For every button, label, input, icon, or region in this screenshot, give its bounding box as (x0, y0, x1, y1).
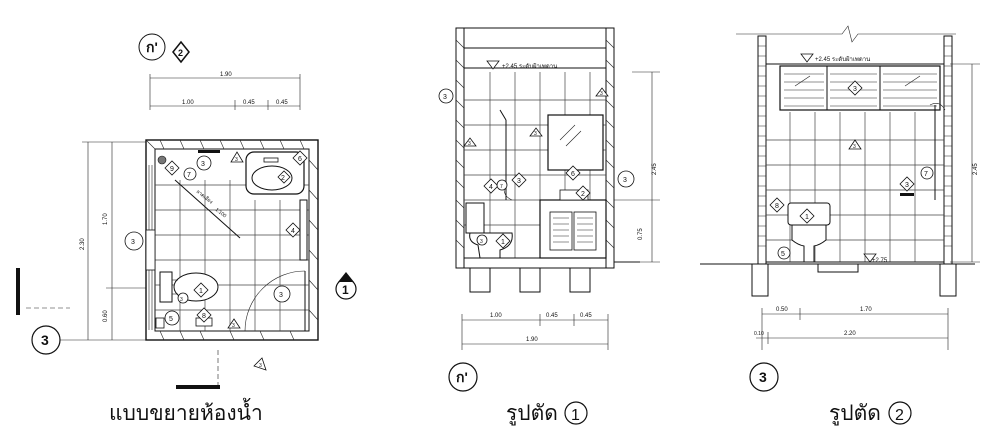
plan-caption: แบบขยายห้องน้ำ (109, 398, 263, 425)
s2-tag-3a: 3 (853, 86, 857, 93)
section1-dim-190: 1.90 (526, 337, 538, 343)
s2-tag-1: 1 (805, 214, 809, 221)
section-marker-ko-bottom-label: ก' (456, 369, 468, 385)
section1-dim-245: 2.45 (652, 163, 658, 175)
mirror-icon (547, 114, 604, 171)
tag-5: 5 (169, 316, 173, 323)
section1-caption-num: 1 (571, 407, 580, 424)
tag-9: 9 (170, 166, 174, 173)
plan-dim-190: 1.90 (220, 72, 232, 78)
section2-floor-note: +2.75 (872, 258, 888, 264)
plan-dim-045b: 0.45 (276, 100, 288, 106)
section2-dim-245: 2.45 (973, 163, 979, 175)
tag-2: 2 (281, 175, 285, 182)
section-arrow-1-icon (338, 272, 354, 282)
section2-dim-050: 0.50 (776, 307, 788, 313)
section-marker-ko-label: ก' (146, 39, 158, 55)
s2-tag-7: 7 (924, 171, 928, 178)
section2-caption: รูปตัด (829, 402, 881, 426)
section-marker-1-label: 1 (342, 283, 349, 297)
plan-dim-060: 0.60 (103, 310, 109, 322)
section-1-drawing: +2.45 ระดับฝ้าเพดาน (438, 27, 660, 426)
section2-caption-num: 2 (895, 407, 904, 424)
tag-3g: 3 (259, 363, 262, 369)
section-marker-ko-top (138, 33, 166, 61)
section-marker-ko-bottom (448, 362, 478, 392)
section-marker-3-bottom-label: 3 (759, 369, 767, 385)
section1-dim-045b: 0.45 (580, 313, 592, 319)
s1-tag-3a: 3 (443, 94, 447, 101)
section-marker-3-bottom (749, 362, 779, 392)
section-arrow-2-label: 2 (178, 48, 183, 58)
section2-dim-220: 2.20 (844, 331, 856, 337)
section2-dim-170: 1.70 (860, 307, 872, 313)
section1-caption: รูปตัด (506, 402, 558, 426)
tag-1: 1 (199, 288, 203, 295)
s1-tag-4: 4 (489, 184, 493, 191)
section1-dim-100: 1.00 (490, 313, 502, 319)
tag-3d: 3 (180, 297, 183, 303)
s1-tag-6: 6 (571, 171, 575, 178)
s1-tag-2: 2 (581, 191, 585, 198)
tag-3b: 3 (235, 157, 238, 163)
tag-6: 6 (298, 156, 302, 163)
s1-tag-1: 1 (501, 239, 505, 246)
bathroom-plan: ก' 2 1.90 1.00 0.45 0.45 2.30 1.70 0.60 (16, 33, 357, 425)
tag-8: 8 (202, 313, 206, 320)
plan-dim-045a: 0.45 (243, 100, 255, 106)
s1-tag-3d: 3 (534, 131, 537, 137)
section1-dim-045a: 0.45 (546, 313, 558, 319)
s2-tag-5: 5 (781, 251, 785, 258)
section2-level-note: +2.45 ระดับฝ้าเพดาน (815, 56, 870, 63)
tag-7: 7 (187, 172, 191, 179)
s1-tag-3c: 3 (468, 141, 471, 147)
section1-level-note: +2.45 ระดับฝ้าเพดาน (502, 63, 557, 70)
section-arrow-2-icon (172, 40, 190, 64)
s1-tag-7: 7 (500, 184, 503, 190)
tag-3e: 3 (232, 323, 235, 329)
section-2-drawing: +2.45 ระดับฝ้าเพดาน (700, 25, 980, 426)
section2-dim-010: 0.10 (754, 331, 764, 337)
plan-dim-100: 1.00 (182, 100, 194, 106)
plan-tags: 9 3 3 7 2 6 4 3 1 3 5 8 3 3 (124, 150, 308, 371)
s1-tag-3e: 3 (623, 177, 627, 184)
section1-dim-075: 0.75 (638, 228, 644, 240)
toilet-tank-icon (159, 271, 173, 303)
tag-3a: 3 (201, 161, 205, 168)
s1-tag-3b: 3 (600, 91, 603, 97)
tag-3f: 3 (131, 239, 135, 246)
s1-tag-3g: 3 (480, 239, 483, 245)
s2-tag-3b: 3 (853, 144, 856, 150)
s2-tag-3c: 3 (905, 182, 909, 189)
plan-dim-230: 2.30 (80, 238, 86, 250)
plan-dim-170: 1.70 (103, 213, 109, 225)
toilet-side-icon (465, 202, 485, 234)
tag-4: 4 (291, 228, 295, 235)
s1-tag-3f: 3 (517, 178, 521, 185)
tag-3c: 3 (279, 292, 283, 299)
s2-tag-8: 8 (775, 203, 779, 210)
section-marker-3-label: 3 (41, 332, 49, 348)
